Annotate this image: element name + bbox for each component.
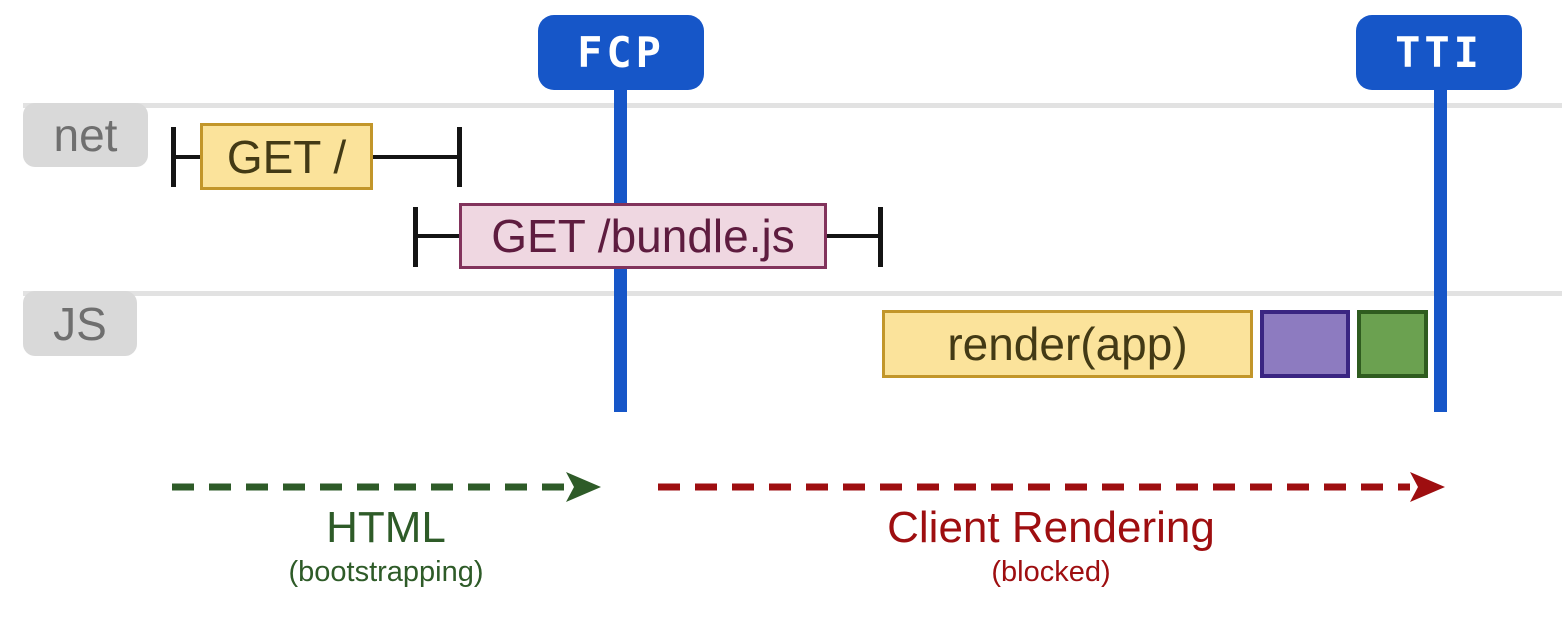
get-bundle-start-whisker bbox=[413, 207, 418, 267]
tti-badge-label: TTI bbox=[1395, 28, 1483, 77]
get-bundle-end-whisker bbox=[878, 207, 883, 267]
html-phase-sublabel: (bootstrapping) bbox=[288, 555, 484, 588]
net-lane-label: net bbox=[53, 109, 118, 161]
purple-task-box bbox=[1260, 310, 1350, 378]
client-phase-label: Client Rendering bbox=[887, 503, 1215, 552]
get-root-left-connector bbox=[176, 155, 200, 159]
html-phase-label: HTML bbox=[326, 503, 446, 552]
client-phase-label-group: Client Rendering (blocked) bbox=[655, 503, 1447, 590]
js-lane-rail bbox=[23, 291, 1562, 296]
client-phase-arrowhead-icon bbox=[1410, 472, 1445, 502]
fcp-badge: FCP bbox=[538, 15, 704, 90]
get-root-start-whisker bbox=[171, 127, 176, 187]
html-phase-arrowhead-icon bbox=[566, 472, 601, 502]
tti-badge: TTI bbox=[1356, 15, 1522, 90]
render-app-task-box: render(app) bbox=[882, 310, 1253, 378]
render-app-task-label: render(app) bbox=[947, 318, 1188, 370]
get-bundle-request-label: GET /bundle.js bbox=[491, 210, 795, 262]
get-root-end-whisker bbox=[457, 127, 462, 187]
get-bundle-request-box: GET /bundle.js bbox=[459, 203, 827, 269]
net-lane-rail bbox=[23, 103, 1562, 108]
get-bundle-left-connector bbox=[418, 234, 459, 238]
green-task-box bbox=[1357, 310, 1428, 378]
get-root-right-connector bbox=[373, 155, 460, 159]
net-lane-tag: net bbox=[23, 103, 148, 167]
client-phase-sublabel: (blocked) bbox=[991, 555, 1111, 588]
html-phase-label-group: HTML (bootstrapping) bbox=[170, 503, 602, 590]
fcp-badge-label: FCP bbox=[577, 28, 665, 77]
js-lane-label: JS bbox=[53, 297, 107, 350]
get-root-request-box: GET / bbox=[200, 123, 373, 190]
tti-marker-line bbox=[1434, 86, 1447, 412]
phase-arrows bbox=[172, 472, 1445, 502]
js-lane-tag: JS bbox=[23, 291, 137, 356]
get-root-request-label: GET / bbox=[226, 130, 347, 183]
get-bundle-right-connector bbox=[827, 234, 880, 238]
